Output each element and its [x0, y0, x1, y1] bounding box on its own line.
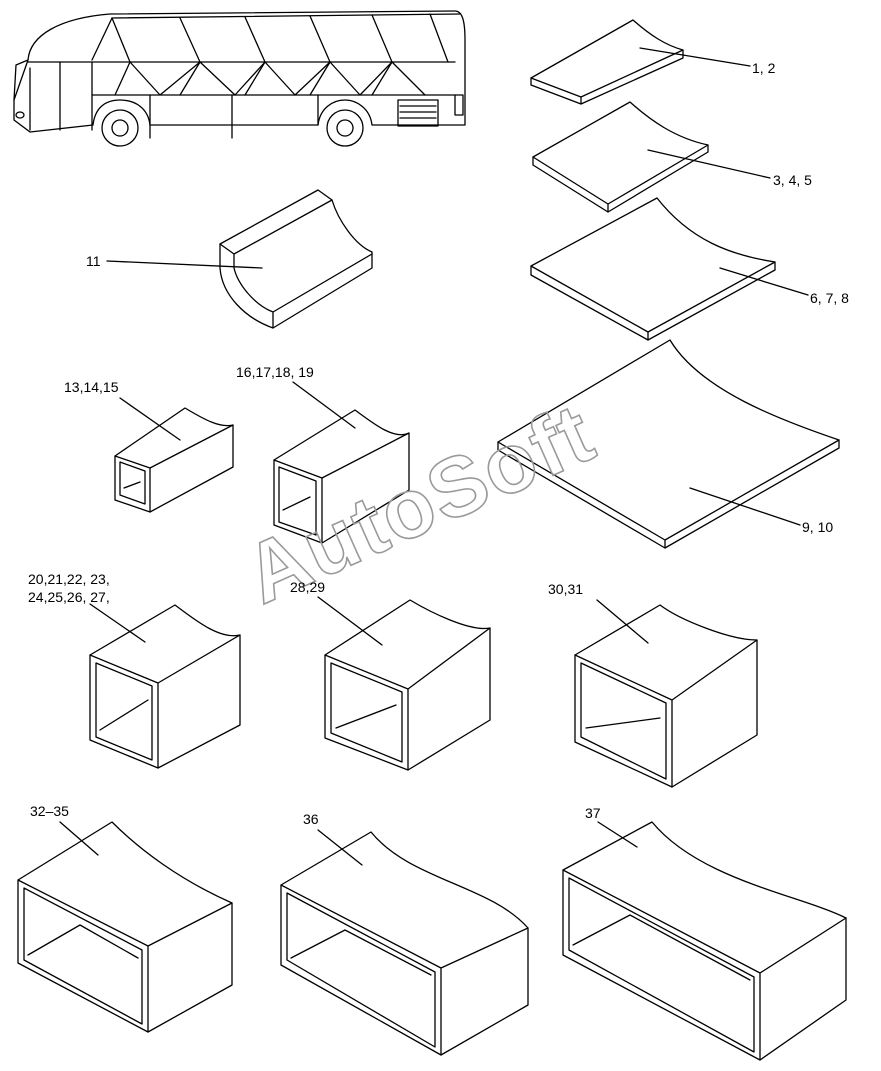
plate-1-2 [530, 19, 684, 105]
callout-11: 11 [86, 253, 101, 269]
plate-3-4-5 [532, 101, 709, 213]
tube-28-29 [324, 599, 491, 771]
tube-32-35 [17, 821, 233, 1033]
callout-13-15: 13,14,15 [64, 379, 119, 395]
callout-16-19: 16,17,18, 19 [236, 364, 314, 380]
tube-30-31 [574, 604, 758, 788]
tube-13-15 [114, 407, 234, 513]
callout-24-27: 24,25,26, 27, [28, 589, 110, 605]
callout-6-8: 6, 7, 8 [810, 290, 849, 306]
tube-16-19 [273, 409, 410, 544]
tube-20-27 [89, 604, 241, 769]
leader-lines [59, 47, 809, 866]
plate-6-7-8 [530, 197, 776, 341]
callout-30-31: 30,31 [548, 581, 583, 597]
plate-9-10 [497, 339, 840, 549]
profile-11 [219, 189, 373, 329]
bus-illustration [13, 10, 466, 147]
callout-36: 36 [303, 811, 319, 827]
callout-1-2: 1, 2 [752, 60, 776, 76]
callout-32-35: 32–35 [30, 803, 69, 819]
callout-20-23: 20,21,22, 23, [28, 571, 110, 587]
callout-37: 37 [585, 805, 601, 821]
callout-28-29: 28,29 [290, 579, 325, 595]
callout-9-10: 9, 10 [802, 519, 833, 535]
tube-37 [562, 821, 847, 1061]
callout-3-5: 3, 4, 5 [773, 172, 812, 188]
tube-36 [280, 831, 529, 1056]
